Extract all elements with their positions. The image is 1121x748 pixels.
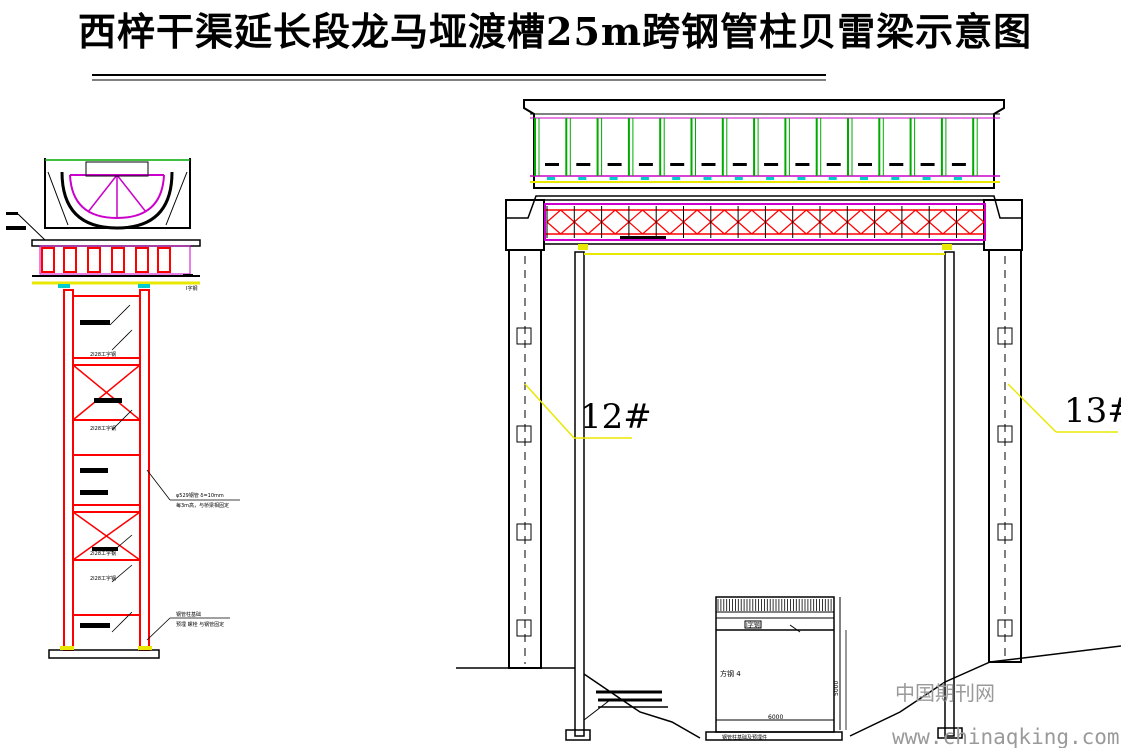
flume-stiffener: [534, 118, 559, 180]
flume-stiffener: [627, 118, 653, 180]
truss-diagonals: [546, 206, 985, 238]
center-box-structure: [705, 596, 847, 741]
box-inner-label: 方钢 4: [720, 669, 741, 678]
flume-stiffener: [847, 118, 872, 180]
box-top-label: I字钢: [746, 621, 760, 629]
leader-label-1c: 2I28工字钢: [90, 550, 116, 557]
pier-label-13: 13#: [1064, 391, 1121, 431]
drawing-title: 西梓干渠延长段龙马垭渡槽25m跨钢管柱贝雷梁示意图: [78, 9, 1033, 54]
flume-stiffener: [596, 118, 622, 180]
title-underline: [92, 74, 826, 81]
dim-side-label: 5000: [833, 681, 840, 696]
pier-leaders: [524, 383, 1118, 439]
truss-panel: [573, 206, 602, 238]
truss-panel: [683, 206, 712, 238]
watermark-url: www.chinaqking.com: [892, 725, 1120, 748]
leader-label-1: 2I28工字钢: [90, 351, 116, 358]
truss-panel: [655, 206, 684, 238]
truss-panel: [601, 206, 630, 238]
truss-panel: [956, 206, 985, 238]
flume-elevation: [523, 99, 1005, 189]
flume-stiffener: [753, 118, 779, 180]
flume-stiffeners: [534, 118, 978, 180]
box-top-hatch: [717, 599, 832, 611]
leader-label-4: 钢管柱基础: [176, 611, 201, 618]
truss-panel: [819, 206, 848, 238]
leader-label-1d: 2I28工字钢: [90, 575, 116, 582]
truss-panel: [928, 206, 957, 238]
truss-panel: [710, 206, 739, 238]
flume-section: [44, 158, 191, 230]
truss-panel: [874, 206, 903, 238]
ground-profile: [456, 645, 1121, 739]
truss-panel: [737, 206, 766, 238]
flume-stiffener: [972, 118, 978, 176]
truss-panel: [546, 206, 575, 238]
watermark-cn: 中国期刊网: [895, 681, 995, 705]
flume-stiffener: [690, 118, 716, 180]
steel-tube-tower: [48, 289, 240, 659]
dim-bottom-label: 6000: [768, 714, 783, 721]
left-cross-section: I字钢 2I28工字钢 2I28工字钢 φ529钢管 δ=10mm 每3m高，与…: [6, 158, 240, 659]
flume-stiffener: [815, 118, 841, 180]
side-note-marks: [6, 212, 46, 241]
bailey-cross-section: [31, 239, 201, 288]
flume-stiffener: [565, 118, 591, 180]
pier-label-12: 12#: [580, 397, 652, 437]
flume-stiffener: [878, 118, 904, 180]
right-elevation: 12# 13# I字钢 方钢 4 60: [456, 99, 1121, 741]
steel-tube-columns: [565, 251, 963, 741]
base-label: 钢管柱基础及预埋件: [722, 734, 767, 741]
flume-stiffener: [940, 118, 966, 180]
leader-label-3: 每3m高，与桥梁相固定: [176, 502, 229, 509]
flume-stiffener: [659, 118, 685, 180]
outer-piers: [508, 249, 1022, 669]
truss-panel: [792, 206, 821, 238]
flume-stiffener: [784, 118, 810, 180]
flume-stiffener: [721, 118, 747, 180]
leader-label-5: 预埋 螺栓 与钢管固定: [176, 621, 224, 628]
truss-panel: [764, 206, 794, 238]
side-note-label: I字钢: [186, 285, 197, 292]
flume-stiffener: [909, 118, 935, 180]
truss-panel: [901, 206, 930, 238]
leader-label-2: φ529钢管 δ=10mm: [176, 492, 224, 499]
truss-panel: [846, 206, 875, 238]
bailey-truss: [544, 203, 986, 250]
truss-panel: [628, 206, 657, 238]
leader-label-1b: 2I28工字钢: [90, 425, 116, 432]
